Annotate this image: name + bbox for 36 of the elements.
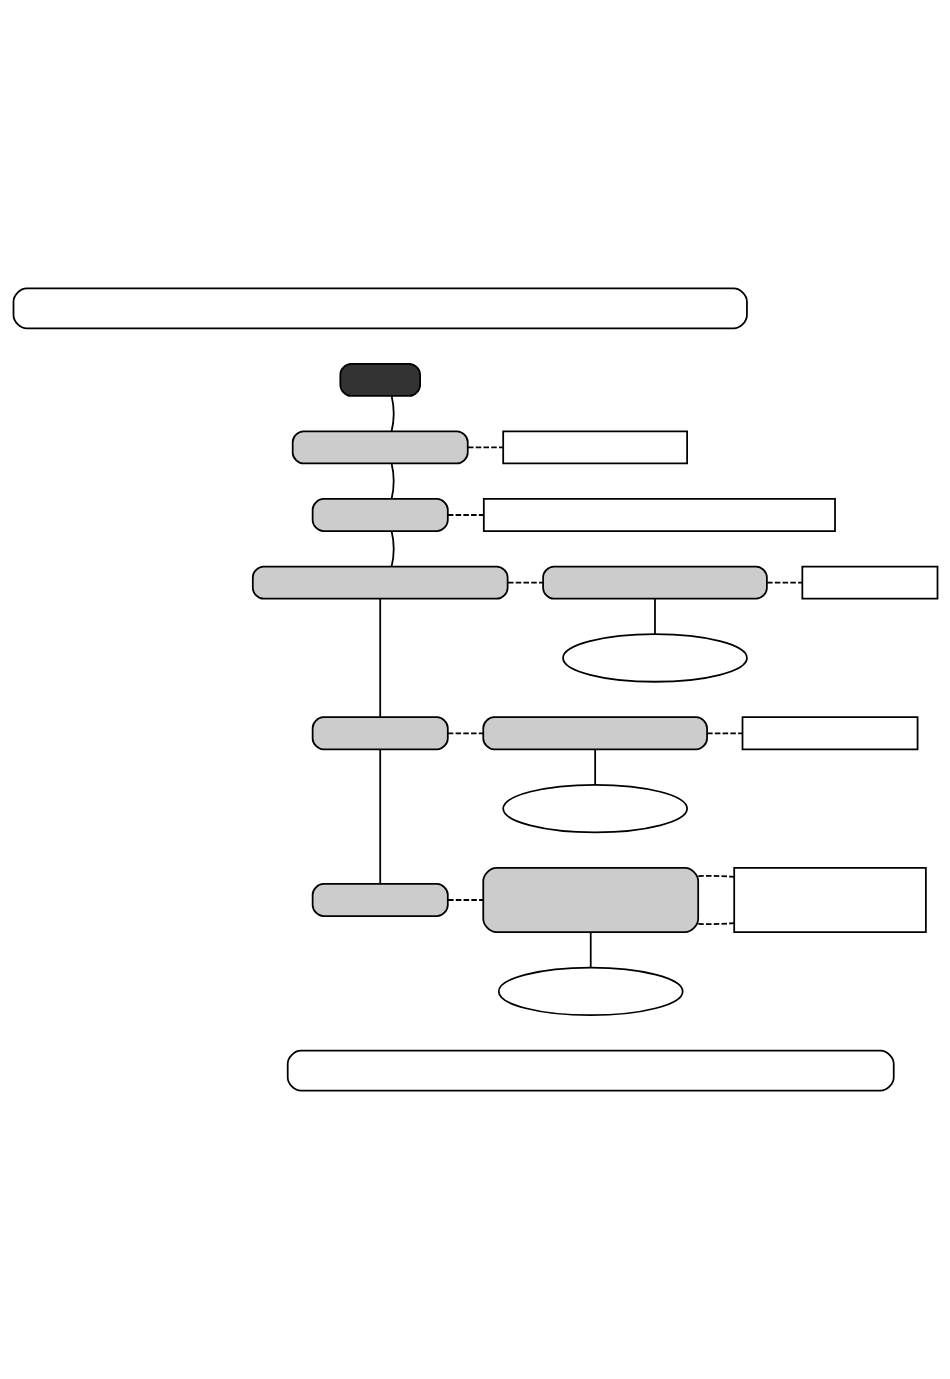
connector [765, 581, 803, 584]
node-box [481, 716, 708, 751]
connector [390, 462, 394, 500]
connector [378, 748, 381, 885]
connector [506, 581, 544, 584]
node-ellipse [501, 783, 688, 834]
node-box [311, 883, 449, 917]
connector [696, 875, 735, 878]
node-box [481, 867, 699, 934]
node-box [501, 430, 688, 465]
connector [593, 748, 596, 786]
node-box [311, 716, 449, 751]
node-box [311, 498, 449, 532]
node-box [482, 498, 836, 532]
connector [446, 899, 484, 901]
connector [390, 395, 394, 433]
connector [696, 922, 735, 925]
node-band [12, 287, 748, 330]
node-box [541, 565, 768, 600]
node-box [251, 565, 508, 600]
connector [378, 597, 381, 718]
node-box [741, 716, 918, 751]
connector [589, 931, 592, 969]
connector [446, 514, 485, 516]
node-ellipse [561, 633, 748, 683]
connector [466, 446, 504, 449]
connector [705, 732, 743, 735]
node-box [800, 565, 938, 600]
connector [390, 530, 394, 568]
connector [446, 732, 484, 735]
node-band [286, 1049, 895, 1092]
node-ellipse [497, 966, 684, 1017]
connector [653, 597, 656, 635]
node-box [338, 362, 421, 397]
node-box [732, 867, 927, 934]
node-box [291, 430, 469, 465]
